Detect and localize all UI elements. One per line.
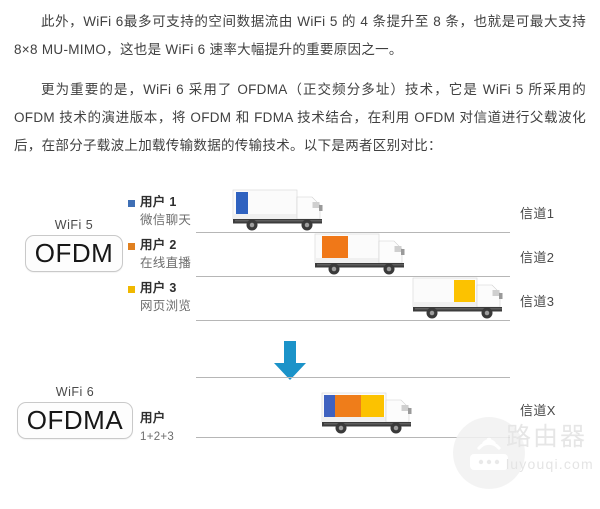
wifi6-badge-box: OFDMA <box>16 402 134 439</box>
truck-channel-2 <box>313 231 411 282</box>
channel-label-x: 信道X <box>520 403 556 418</box>
channel-label-3: 信道3 <box>520 294 555 309</box>
legend-sub-combined-user: 1+2+3 <box>140 430 175 443</box>
channel-rule-x-top <box>196 377 510 378</box>
paragraph-1: 此外，WiFi 6最多可支持的空间数据流由 WiFi 5 的 4 条提升至 8 … <box>14 14 586 57</box>
legend-item-user3: 用户 3 网页浏览 <box>128 279 191 315</box>
legend-title-combined-user: 用户 <box>140 411 166 425</box>
channel-rule-1 <box>196 232 510 233</box>
legend-sub-user1: 微信聊天 <box>140 212 192 227</box>
paragraph-2: 更为重要的是，WiFi 6 采用了 OFDMA（正交频分多址）技术，它是 WiF… <box>14 82 586 153</box>
legend-item-user1: 用户 1 微信聊天 <box>128 193 191 229</box>
channel-label-2: 信道2 <box>520 250 555 265</box>
watermark-title: 路由器 <box>506 423 588 451</box>
wifi5-caption: WiFi 5 <box>54 218 94 232</box>
wifi6-badge-text: OFDMA <box>26 405 124 435</box>
legend-title-user2: 用户 2 <box>140 238 177 252</box>
legend-sub-user2: 在线直播 <box>140 255 192 270</box>
router-icon <box>452 416 526 495</box>
down-arrow-icon <box>268 341 312 386</box>
legend-swatch-user2 <box>128 243 135 250</box>
wifi5-badge-group: WiFi 5 OFDM <box>14 218 134 272</box>
legend-swatch-user3 <box>128 286 135 293</box>
wifi5-badge-box: OFDM <box>24 235 124 272</box>
legend-title-user3: 用户 3 <box>140 281 177 295</box>
ofdm-ofdma-comparison-figure: WiFi 5 OFDM 用户 1 微信聊天 用户 2 在线直播 用户 3 网页浏… <box>0 172 600 496</box>
truck-channel-x <box>320 390 418 441</box>
legend-item-user2: 用户 2 在线直播 <box>128 236 191 272</box>
channel-label-1: 信道1 <box>520 206 555 221</box>
truck-channel-1 <box>231 187 329 238</box>
channel-rule-3 <box>196 320 510 321</box>
legend-sub-user3: 网页浏览 <box>140 298 192 313</box>
legend-title-user1: 用户 1 <box>140 195 177 209</box>
truck-channel-3 <box>411 275 509 326</box>
wifi6-caption: WiFi 6 <box>55 385 95 399</box>
legend-swatch-user1 <box>128 200 135 207</box>
channel-rule-2 <box>196 276 510 277</box>
watermark-domain: luyouqi.com <box>506 456 594 472</box>
wifi5-badge-text: OFDM <box>34 238 114 268</box>
watermark: 路由器 luyouqi.com <box>452 416 600 494</box>
legend-item-combined-user: 用户 1+2+3 <box>140 409 174 445</box>
wifi6-badge-group: WiFi 6 OFDMA <box>10 385 140 439</box>
channel-rule-x-bottom <box>196 437 510 438</box>
article-body: 此外，WiFi 6最多可支持的空间数据流由 WiFi 5 的 4 条提升至 8 … <box>0 0 600 160</box>
